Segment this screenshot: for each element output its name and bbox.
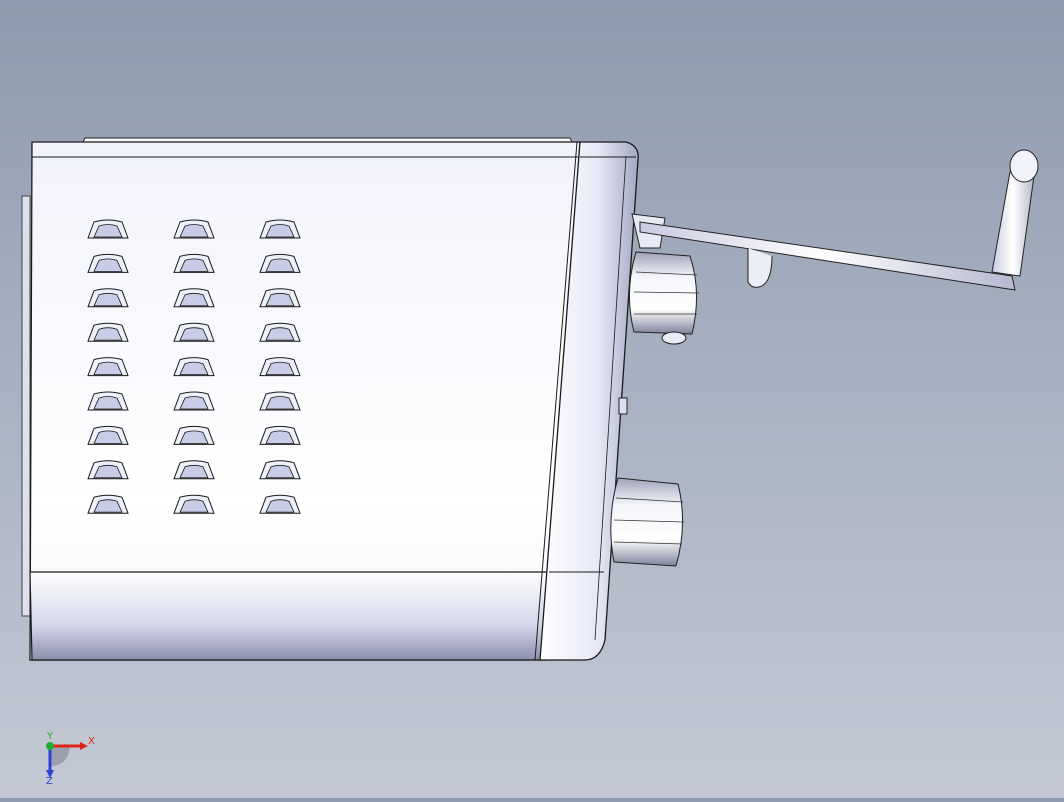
z-axis-arrowhead	[46, 770, 54, 778]
vent-slot-inner	[93, 258, 123, 272]
vent-slot-inner	[265, 499, 295, 513]
vent-slot-inner	[93, 224, 123, 238]
y-axis-dot	[46, 742, 54, 750]
tuning-knob[interactable]	[629, 251, 700, 345]
side-switch[interactable]	[618, 397, 628, 415]
volume-knob-body[interactable]	[610, 477, 683, 567]
knob-ridge	[613, 541, 683, 545]
vent-slot-inner	[265, 430, 295, 444]
vent-slot-inner	[179, 224, 209, 238]
axis-triad: X Y Z	[46, 732, 95, 786]
vent-slot-inner	[179, 361, 209, 375]
vent-slot-inner	[265, 327, 295, 341]
vent-slot-inner	[93, 327, 123, 341]
knob-ridge	[615, 497, 684, 503]
vent-slot-inner	[93, 361, 123, 375]
rear-edge	[21, 195, 31, 617]
vent-slot-inner	[179, 327, 209, 341]
triad-shadow	[50, 746, 70, 766]
vent-slot-inner	[93, 430, 123, 444]
crank-handle[interactable]	[631, 149, 1039, 291]
vent-slot-inner	[93, 396, 123, 410]
front-panel[interactable]	[539, 141, 639, 661]
knob-ridge	[633, 291, 700, 294]
speaker-vent-grid	[87, 219, 301, 514]
knob-ridge	[635, 271, 698, 276]
vent-slot-inner	[179, 258, 209, 272]
vent-slot-inner	[179, 396, 209, 410]
vent-slot-inner	[179, 292, 209, 307]
vent-slot-inner	[93, 292, 123, 307]
vent-slot-inner	[265, 396, 295, 410]
z-axis-label: Z	[46, 776, 53, 786]
x-axis-arrowhead	[80, 742, 88, 750]
volume-knob[interactable]	[610, 477, 685, 567]
front-panel-bevel	[594, 155, 627, 641]
vent-slot-inner	[179, 464, 209, 479]
knob-stem	[661, 331, 687, 345]
vent-slot-inner	[265, 224, 295, 238]
bottom-band	[29, 571, 550, 661]
crank-grip[interactable]	[991, 171, 1035, 277]
y-axis-label: Y	[46, 732, 54, 742]
vent-slot-inner	[93, 499, 123, 513]
crank-arm[interactable]	[639, 221, 1016, 291]
crank-grip-cap[interactable]	[1009, 149, 1039, 183]
vent-slot-inner	[265, 292, 295, 307]
vent-slot-inner	[265, 258, 295, 272]
crank-arm-hook	[747, 248, 773, 288]
knob-ridge	[613, 519, 685, 523]
x-axis-label: X	[88, 736, 95, 747]
vent-slot-inner	[265, 464, 295, 479]
vent-slot-inner	[179, 430, 209, 444]
vent-slot-inner	[93, 464, 123, 479]
vent-slot-inner	[179, 499, 209, 513]
vent-slot-inner	[265, 361, 295, 375]
front-panel-inner-edge	[534, 141, 578, 661]
